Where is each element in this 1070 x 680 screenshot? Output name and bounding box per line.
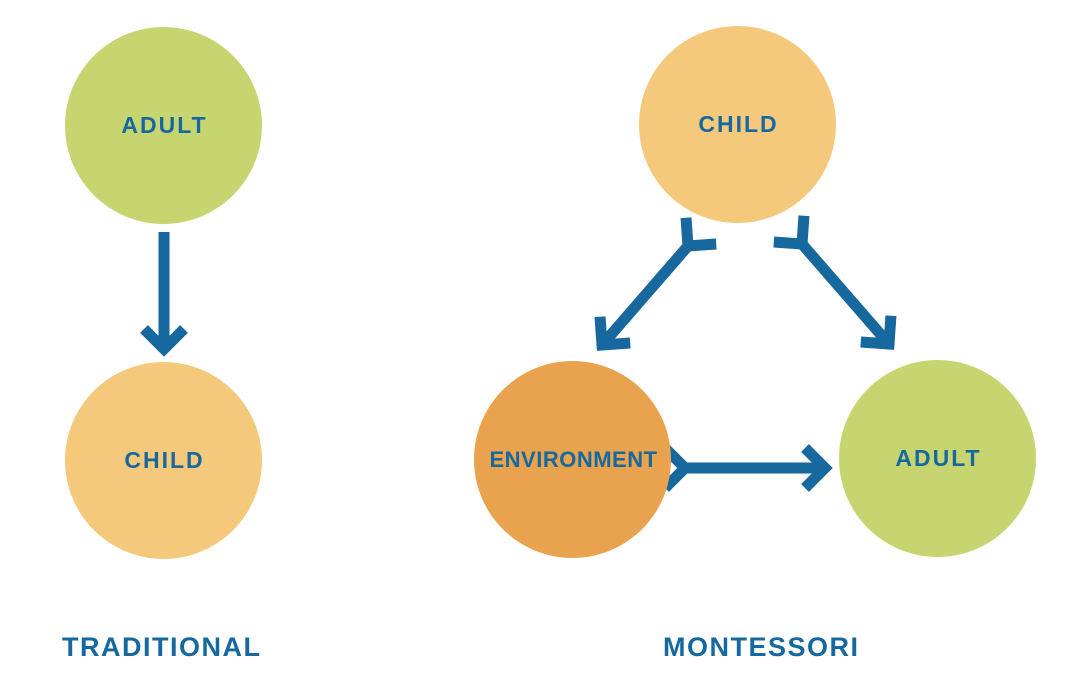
node-adult-traditional-label: ADULT	[121, 112, 208, 138]
node-child-traditional-label: CHILD	[124, 447, 205, 473]
montessori-title: MONTESSORI	[663, 632, 860, 662]
arrow-child-environment	[594, 217, 717, 351]
traditional-title: TRADITIONAL	[62, 632, 262, 662]
node-child-montessori: CHILD	[639, 26, 836, 223]
node-adult-montessori: ADULT	[839, 360, 1036, 557]
node-environment-montessori: ENVIRONMENT	[474, 361, 671, 558]
node-adult-montessori-label: ADULT	[895, 445, 982, 471]
arrow-child-adult	[773, 215, 897, 350]
node-adult-traditional: ADULT	[65, 27, 262, 224]
node-environment-montessori-label: ENVIRONMENT	[489, 446, 658, 472]
node-child-montessori-label: CHILD	[698, 111, 779, 137]
node-child-traditional: CHILD	[65, 362, 262, 559]
